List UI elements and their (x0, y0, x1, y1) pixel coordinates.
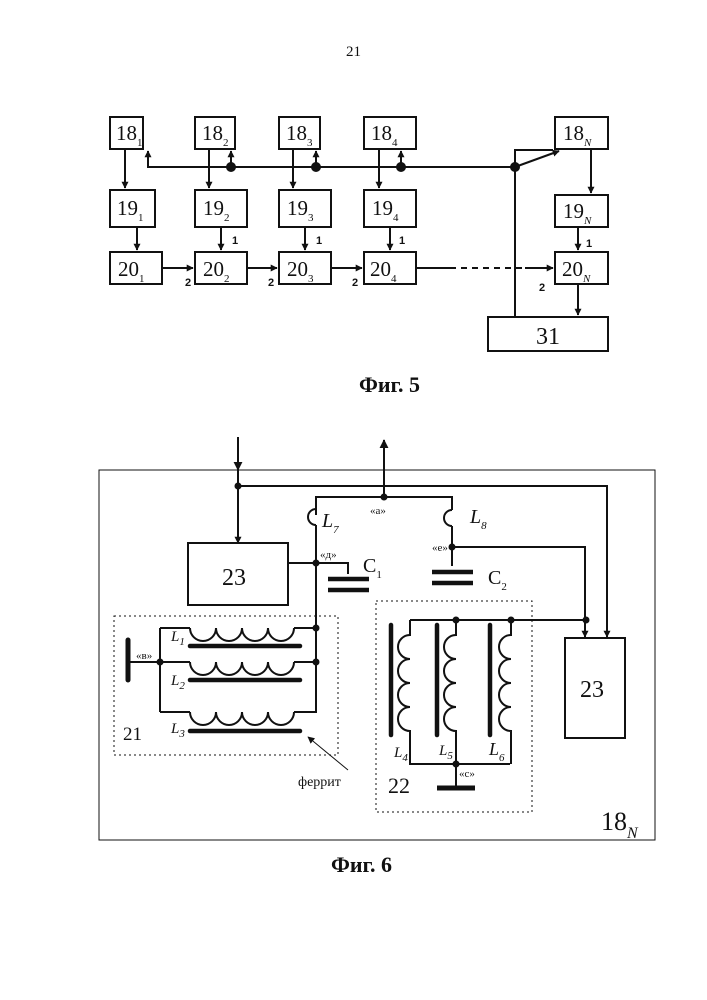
junction-L1 (313, 625, 320, 632)
inductor-L6-coil (499, 620, 511, 764)
port-1-label: 1 (399, 235, 405, 247)
port-1-label: 1 (316, 235, 322, 247)
bus-to-18-N (515, 151, 559, 167)
bus-node-31 (510, 162, 520, 172)
inductor-L7-coil (308, 509, 316, 545)
node-e-label: «е» (432, 542, 448, 554)
fig5-caption: Фиг. 5 (36, 372, 707, 398)
junction-a (381, 494, 388, 501)
ferrite-label: феррит (298, 775, 341, 790)
wire-input-to-23-right (238, 486, 607, 637)
fig6-diagram: 18N «а» L7 L8 «д» C1 «е» (99, 437, 655, 842)
capacitor-C2-label: C2 (488, 567, 507, 593)
node-d-label: «д» (320, 549, 337, 561)
inductor-L3-coil (190, 712, 294, 725)
port-2-label: 2 (539, 282, 545, 294)
inductor-L1-coil (190, 628, 294, 641)
port-2-label: 2 (185, 277, 191, 289)
inductor-L2-label: L2 (170, 673, 185, 692)
inductor-L4-label: L4 (393, 745, 408, 764)
fig5-diagram: 181 182 183 184 18N 191 192 193 194 19N … (110, 117, 608, 351)
port-1-label: 1 (232, 235, 238, 247)
bus-node-2 (226, 162, 236, 172)
group-22-label: 22 (388, 773, 410, 798)
junction-L2 (313, 659, 320, 666)
inductor-L8-label: L8 (469, 506, 487, 532)
outer-frame-label: 18N (601, 807, 639, 842)
port-2-label: 2 (352, 277, 358, 289)
group-21-label: 21 (123, 724, 142, 745)
inductor-L6-label: L6 (488, 739, 505, 764)
port-2-label: 2 (268, 277, 274, 289)
ferrite-pointer (308, 737, 348, 770)
node-a-label: «а» (370, 505, 386, 517)
block-23-left-label: 23 (222, 565, 246, 591)
fig6-caption: Фиг. 6 (8, 852, 707, 878)
bus-node-3 (311, 162, 321, 172)
wire-L3-right (294, 628, 316, 712)
junction-22-right (583, 617, 590, 624)
block-23-right-label: 23 (580, 677, 604, 703)
inductor-L1-label: L1 (170, 629, 185, 648)
block-31-label: 31 (536, 324, 560, 350)
wire-e-to-23-right (452, 547, 585, 637)
inductor-L7-label: L7 (321, 510, 339, 536)
inductor-L5-label: L5 (438, 743, 453, 762)
node-c-label: «с» (459, 768, 475, 780)
inductor-L3-label: L3 (170, 721, 185, 740)
bus-31-to-18-1 (148, 151, 515, 317)
inductor-L2-coil (190, 662, 294, 675)
bus-node-4 (396, 162, 406, 172)
node-b-label: «в» (136, 650, 152, 662)
group-21-frame (114, 616, 338, 755)
port-1-label: 1 (586, 238, 592, 250)
